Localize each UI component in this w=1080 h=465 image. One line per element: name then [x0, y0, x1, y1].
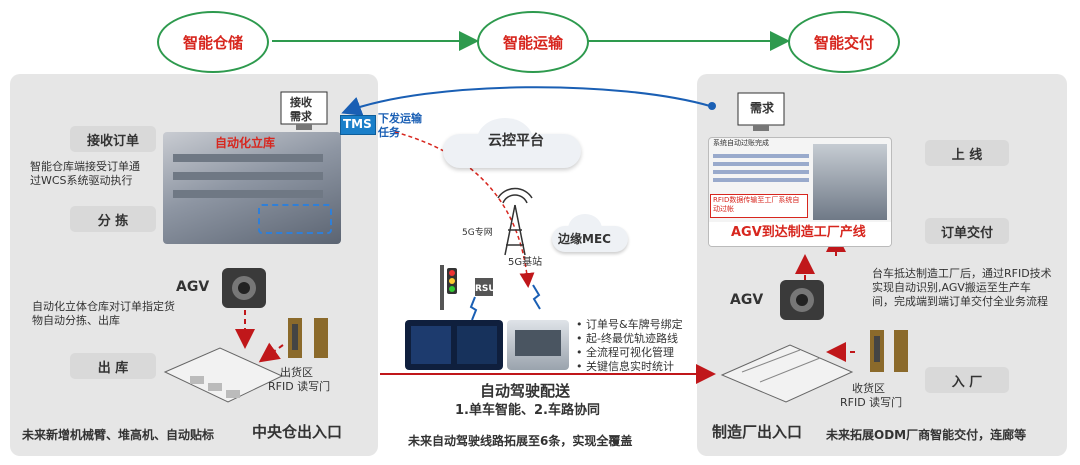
feature-item: • 订单号&车牌号绑定: [576, 318, 683, 331]
stage-warehouse: 智能仓储: [157, 11, 269, 73]
rfid-gate-left: [288, 318, 328, 358]
inbound-rfid-label: RFID 读写门: [840, 396, 903, 409]
outbound-rfid-label: RFID 读写门: [268, 380, 331, 393]
autonomous-title: 自动驾驶配送: [480, 382, 571, 400]
dispatch-label: 下发运输任务: [378, 112, 422, 139]
cloud-platform-label: 云控平台: [488, 133, 544, 149]
agv-label-left: AGV: [176, 279, 210, 295]
inbound-label: 入 厂: [925, 367, 1009, 393]
sort-label: 分 拣: [70, 206, 156, 232]
tms-box: [340, 115, 376, 135]
agv-desc-left: 自动化立体仓库对订单指定货物自动分拣、出库: [32, 300, 175, 327]
receive-order-desc: 智能仓库端接受订单通过WCS系统驱动执行: [30, 160, 140, 187]
middle-future-text: 未来自动驾驶线路拓展至6条，实现全覆盖: [408, 434, 633, 448]
agv-desc-right: 台车抵达制造工厂后，通过RFID技术实现自动识别,AGV搬运至生产车间，完成端到…: [872, 267, 1052, 308]
screen-note-box: [710, 194, 808, 218]
order-delivery-label: 订单交付: [925, 218, 1009, 244]
monitor-icon-left: [280, 91, 328, 130]
auto-warehouse-photo: [163, 132, 341, 244]
feature-text: 全流程可视化管理: [586, 346, 674, 359]
factory-floorplan: [720, 344, 854, 403]
feature-item: • 关键信息实时统计: [576, 360, 674, 373]
cloud-platform-icon: [443, 118, 581, 170]
outbound-floorplan: [163, 347, 284, 403]
edge-mec-icon: [552, 214, 628, 254]
stage-delivery: 智能交付: [788, 11, 900, 73]
agv-label-right: AGV: [730, 292, 764, 308]
feature-item: • 全流程可视化管理: [576, 346, 674, 359]
feature-item: • 起-终最优轨迹路线: [576, 332, 678, 345]
online-label: 上 线: [925, 140, 1009, 166]
tms-label: TMS: [343, 117, 372, 131]
rfid-gate-right: [870, 330, 908, 372]
tower-icon: [497, 187, 533, 256]
factory-system-screen: [708, 137, 892, 247]
feature-text: 订单号&车牌号绑定: [586, 318, 683, 331]
auto-warehouse-label: 自动化立库: [215, 136, 276, 150]
agv-device-right: [780, 280, 824, 320]
outbound-zone-label: 出货区: [280, 366, 313, 379]
screen-note: RFID数据传输至工厂系统自动过帐: [713, 196, 800, 213]
agv-arrive-label: AGV到达制造工厂产线: [731, 225, 866, 240]
agv-device-left: [222, 268, 266, 308]
outbound-label: 出 库: [70, 353, 156, 379]
receive-demand-label: 接收需求: [290, 96, 312, 123]
base-5g-label: 5G基站: [508, 257, 543, 268]
receive-zone-label: 收货区: [852, 382, 885, 395]
traffic-light-icon: [440, 265, 493, 310]
feature-text: 起-终最优轨迹路线: [586, 332, 678, 345]
center-warehouse-title: 中央仓出入口: [252, 423, 343, 441]
screen-title: 系统自动过账完成: [713, 139, 769, 147]
demand-label: 需求: [750, 101, 775, 115]
monitor-icon-right: [737, 92, 785, 131]
dashboard-screen: [405, 320, 503, 370]
private-5g-label: 5G专网: [462, 228, 493, 238]
truck-photo: [507, 320, 569, 370]
left-future-text: 未来新增机械臂、堆高机、自动贴标: [22, 428, 215, 442]
receive-order-label: 接收订单: [70, 126, 156, 152]
stage-transport: 智能运输: [477, 11, 589, 73]
factory-title: 制造厂出入口: [712, 423, 803, 441]
feature-text: 关键信息实时统计: [586, 360, 674, 373]
edge-mec-label: 边缘MEC: [558, 232, 611, 246]
rsu-label: RSU: [475, 284, 496, 294]
autonomous-subtitle: 1.单车智能、2.车路协同: [455, 403, 600, 418]
right-future-text: 未来拓展ODM厂商智能交付，连廊等: [826, 428, 1027, 442]
